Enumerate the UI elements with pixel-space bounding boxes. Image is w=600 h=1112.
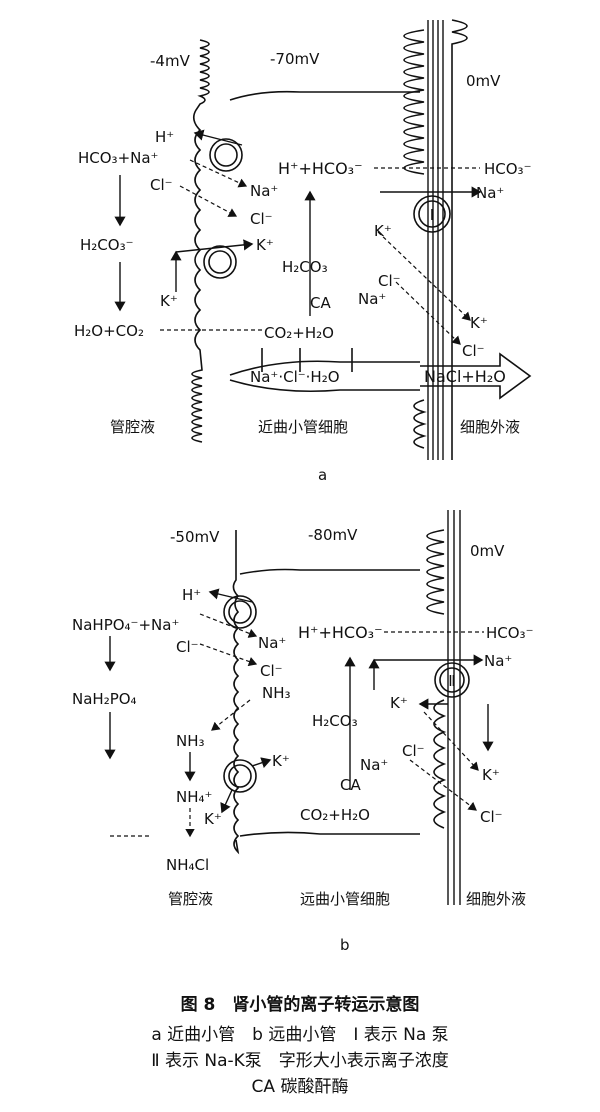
a-label-ecf: 细胞外液 — [460, 418, 520, 436]
b-label-ecf: 细胞外液 — [466, 890, 526, 908]
diagram-b: Ⅱ -50mV -80mV 0mV H⁺ NaHPO₄⁻+Na⁺ Cl⁻ NaH… — [72, 510, 534, 954]
b-ecf-cl: Cl⁻ — [480, 808, 503, 826]
b-lumen-nh3: NH₃ — [176, 732, 205, 750]
b-lumen-nahpo4: NaHPO₄⁻+Na⁺ — [72, 616, 179, 634]
b-lumen-voltage: -50mV — [170, 528, 220, 546]
b-tight-junction-top — [239, 568, 420, 575]
a-baso-k: K⁺ — [374, 222, 392, 240]
b-cell-na: Na⁺ — [258, 634, 286, 652]
b-ecf-voltage: 0mV — [470, 542, 505, 560]
b-baso-cl: Cl⁻ — [402, 742, 425, 760]
b-na-k-pump: Ⅱ — [434, 662, 470, 698]
a-ecf-na: Na⁺ — [476, 184, 504, 202]
caption-line-3: CA 碳酸酐酶 — [251, 1077, 349, 1097]
a-ecf-k: K⁺ — [470, 314, 488, 332]
a-lumen-h: H⁺ — [155, 128, 174, 146]
a-tight-junction-top — [229, 90, 420, 101]
a-k-channel — [203, 245, 237, 279]
b-cell-h-hco3: H⁺+HCO₃⁻ — [298, 623, 383, 642]
a-lumen-h2co3: H₂CO₃⁻ — [80, 236, 134, 254]
b-ecf-na: Na⁺ — [484, 652, 512, 670]
a-cell-k: K⁺ — [256, 236, 274, 254]
a-pump-label: Ⅰ — [430, 206, 434, 224]
a-nacl-h2o: NaCl+H₂O — [424, 367, 506, 386]
b-pump-label: Ⅱ — [448, 672, 455, 690]
b-cell-voltage: -80mV — [308, 526, 358, 544]
a-basement-membrane — [427, 20, 444, 460]
a-lumen-hco3-na: HCO₃+Na⁺ — [78, 149, 158, 167]
a-cell-voltage: -70mV — [270, 50, 320, 68]
b-ecf-hco3: HCO₃⁻ — [486, 624, 534, 642]
caption-line-1: a 近曲小管 b 远曲小管 Ⅰ 表示 Na 泵 — [151, 1025, 449, 1045]
b-cell-h2co3: H₂CO₃ — [312, 712, 358, 730]
a-lumen-cl: Cl⁻ — [150, 176, 173, 194]
b-label-cell: 远曲小管细胞 — [300, 890, 390, 908]
a-brush-border — [191, 39, 210, 443]
b-cell-cl: Cl⁻ — [260, 662, 283, 680]
a-label-cell: 近曲小管细胞 — [258, 418, 348, 436]
b-cell-ca: CA — [340, 776, 361, 794]
a-cell-ca: CA — [310, 294, 331, 312]
b-ecf-k: K⁺ — [482, 766, 500, 784]
a-lumen-voltage: -4mV — [150, 52, 191, 70]
b-baso-na: Na⁺ — [360, 756, 388, 774]
a-label-lumen: 管腔液 — [110, 418, 155, 436]
a-baso-na: Na⁺ — [358, 290, 386, 308]
a-ecf-voltage: 0mV — [466, 72, 501, 90]
a-cell-h2co3: H₂CO₃ — [282, 258, 328, 276]
diagram-a: Ⅰ -4mV -70mV 0mV H⁺ HCO₃+Na⁺ Cl⁻ H₂CO₃⁻ … — [74, 19, 532, 484]
b-lumen-nh4cl: NH₄Cl — [166, 856, 209, 874]
b-lumen-cl: Cl⁻ — [176, 638, 199, 656]
b-label-lumen: 管腔液 — [168, 890, 213, 908]
b-lumen-nh4: NH₄⁺ — [176, 788, 212, 806]
ion-transport-diagram: Ⅰ -4mV -70mV 0mV H⁺ HCO₃+Na⁺ Cl⁻ H₂CO₃⁻ … — [72, 19, 534, 954]
a-ecf-hco3: HCO₃⁻ — [484, 160, 532, 178]
a-h-exchanger — [209, 138, 243, 172]
b-cell-nh3: NH₃ — [262, 684, 291, 702]
b-baso-k: K⁺ — [390, 694, 408, 712]
a-cell-h-hco3: H⁺+HCO₃⁻ — [278, 159, 363, 178]
b-lumen-h: H⁺ — [182, 586, 201, 604]
b-cell-co2-h2o: CO₂+H₂O — [300, 806, 370, 824]
caption-title: 图 8 肾小管的离子转运示意图 — [180, 995, 420, 1015]
a-lumen-h2o-co2: H₂O+CO₂ — [74, 322, 144, 340]
a-lateral-space — [229, 360, 420, 393]
caption-line-2: Ⅱ 表示 Na-K泵 字形大小表示离子浓度 — [151, 1051, 449, 1071]
a-ecf-cl: Cl⁻ — [462, 342, 485, 360]
b-lumen-nah2po4: NaH₂PO₄ — [72, 690, 137, 708]
a-cell-cl: Cl⁻ — [250, 210, 273, 228]
b-lumen-k: K⁺ — [204, 810, 222, 828]
b-basement-membrane — [447, 510, 461, 905]
b-h-exchanger — [223, 595, 257, 629]
b-lumen-membrane — [232, 530, 240, 855]
a-junction-text: Na⁺·Cl⁻·H₂O — [250, 368, 340, 386]
a-cell-na: Na⁺ — [250, 182, 278, 200]
a-cell-co2-h2o: CO₂+H₂O — [264, 324, 334, 342]
b-tight-junction-bottom — [239, 831, 420, 837]
b-basal-infoldings — [426, 529, 447, 829]
b-k-channel — [223, 759, 257, 793]
b-cell-k: K⁺ — [272, 752, 290, 770]
a-basal-infoldings — [403, 29, 427, 449]
a-panel-letter: a — [318, 466, 327, 484]
b-panel-letter: b — [340, 936, 350, 954]
a-baso-cl: Cl⁻ — [378, 272, 401, 290]
a-lumen-k: K⁺ — [160, 292, 178, 310]
a-outer-wall — [451, 19, 468, 460]
a-nacl-arrow — [420, 352, 532, 400]
a-na-pump: Ⅰ — [413, 195, 451, 233]
